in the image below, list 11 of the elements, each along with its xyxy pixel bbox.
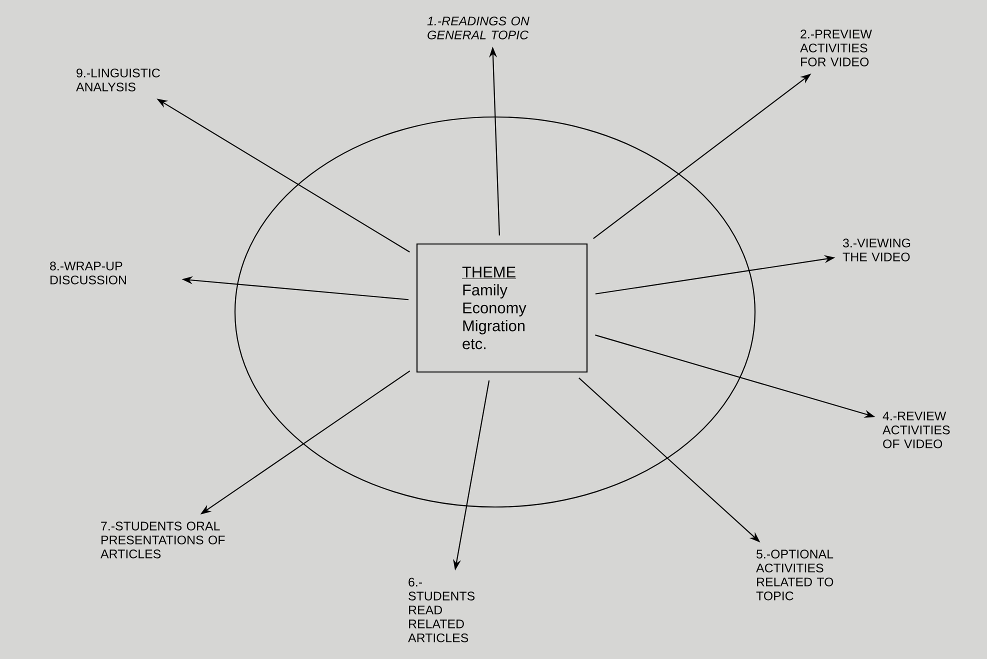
step-label: 2.-PREVIEW ACTIVITIES FOR VIDEO [800, 30, 872, 66]
step-label: 6.-STUDENTS READ RELATED ARTICLES [408, 578, 475, 642]
step-label: 4.-REVIEW ACTIVITIES OF VIDEO [882, 412, 950, 448]
ellipse [234, 116, 756, 508]
step-label: 7.-STUDENTS ORAL PRESENTATIONS OF ARTICLES [100, 522, 225, 558]
step-label: 9.-LINGUISTIC ANALYSIS [76, 68, 160, 92]
theme-box: THEME Family Economy Migration etc. [416, 243, 588, 373]
step-label: 8.-WRAP-UP DISCUSSION [50, 262, 126, 284]
step-label: 3.-VIEWING THE VIDEO [842, 238, 910, 262]
step-label: 1.-READINGS ON GENERAL TOPIC [427, 16, 530, 40]
step-label: 5.-OPTIONAL ACTIVITIES RELATED TO TOPIC [756, 550, 834, 600]
